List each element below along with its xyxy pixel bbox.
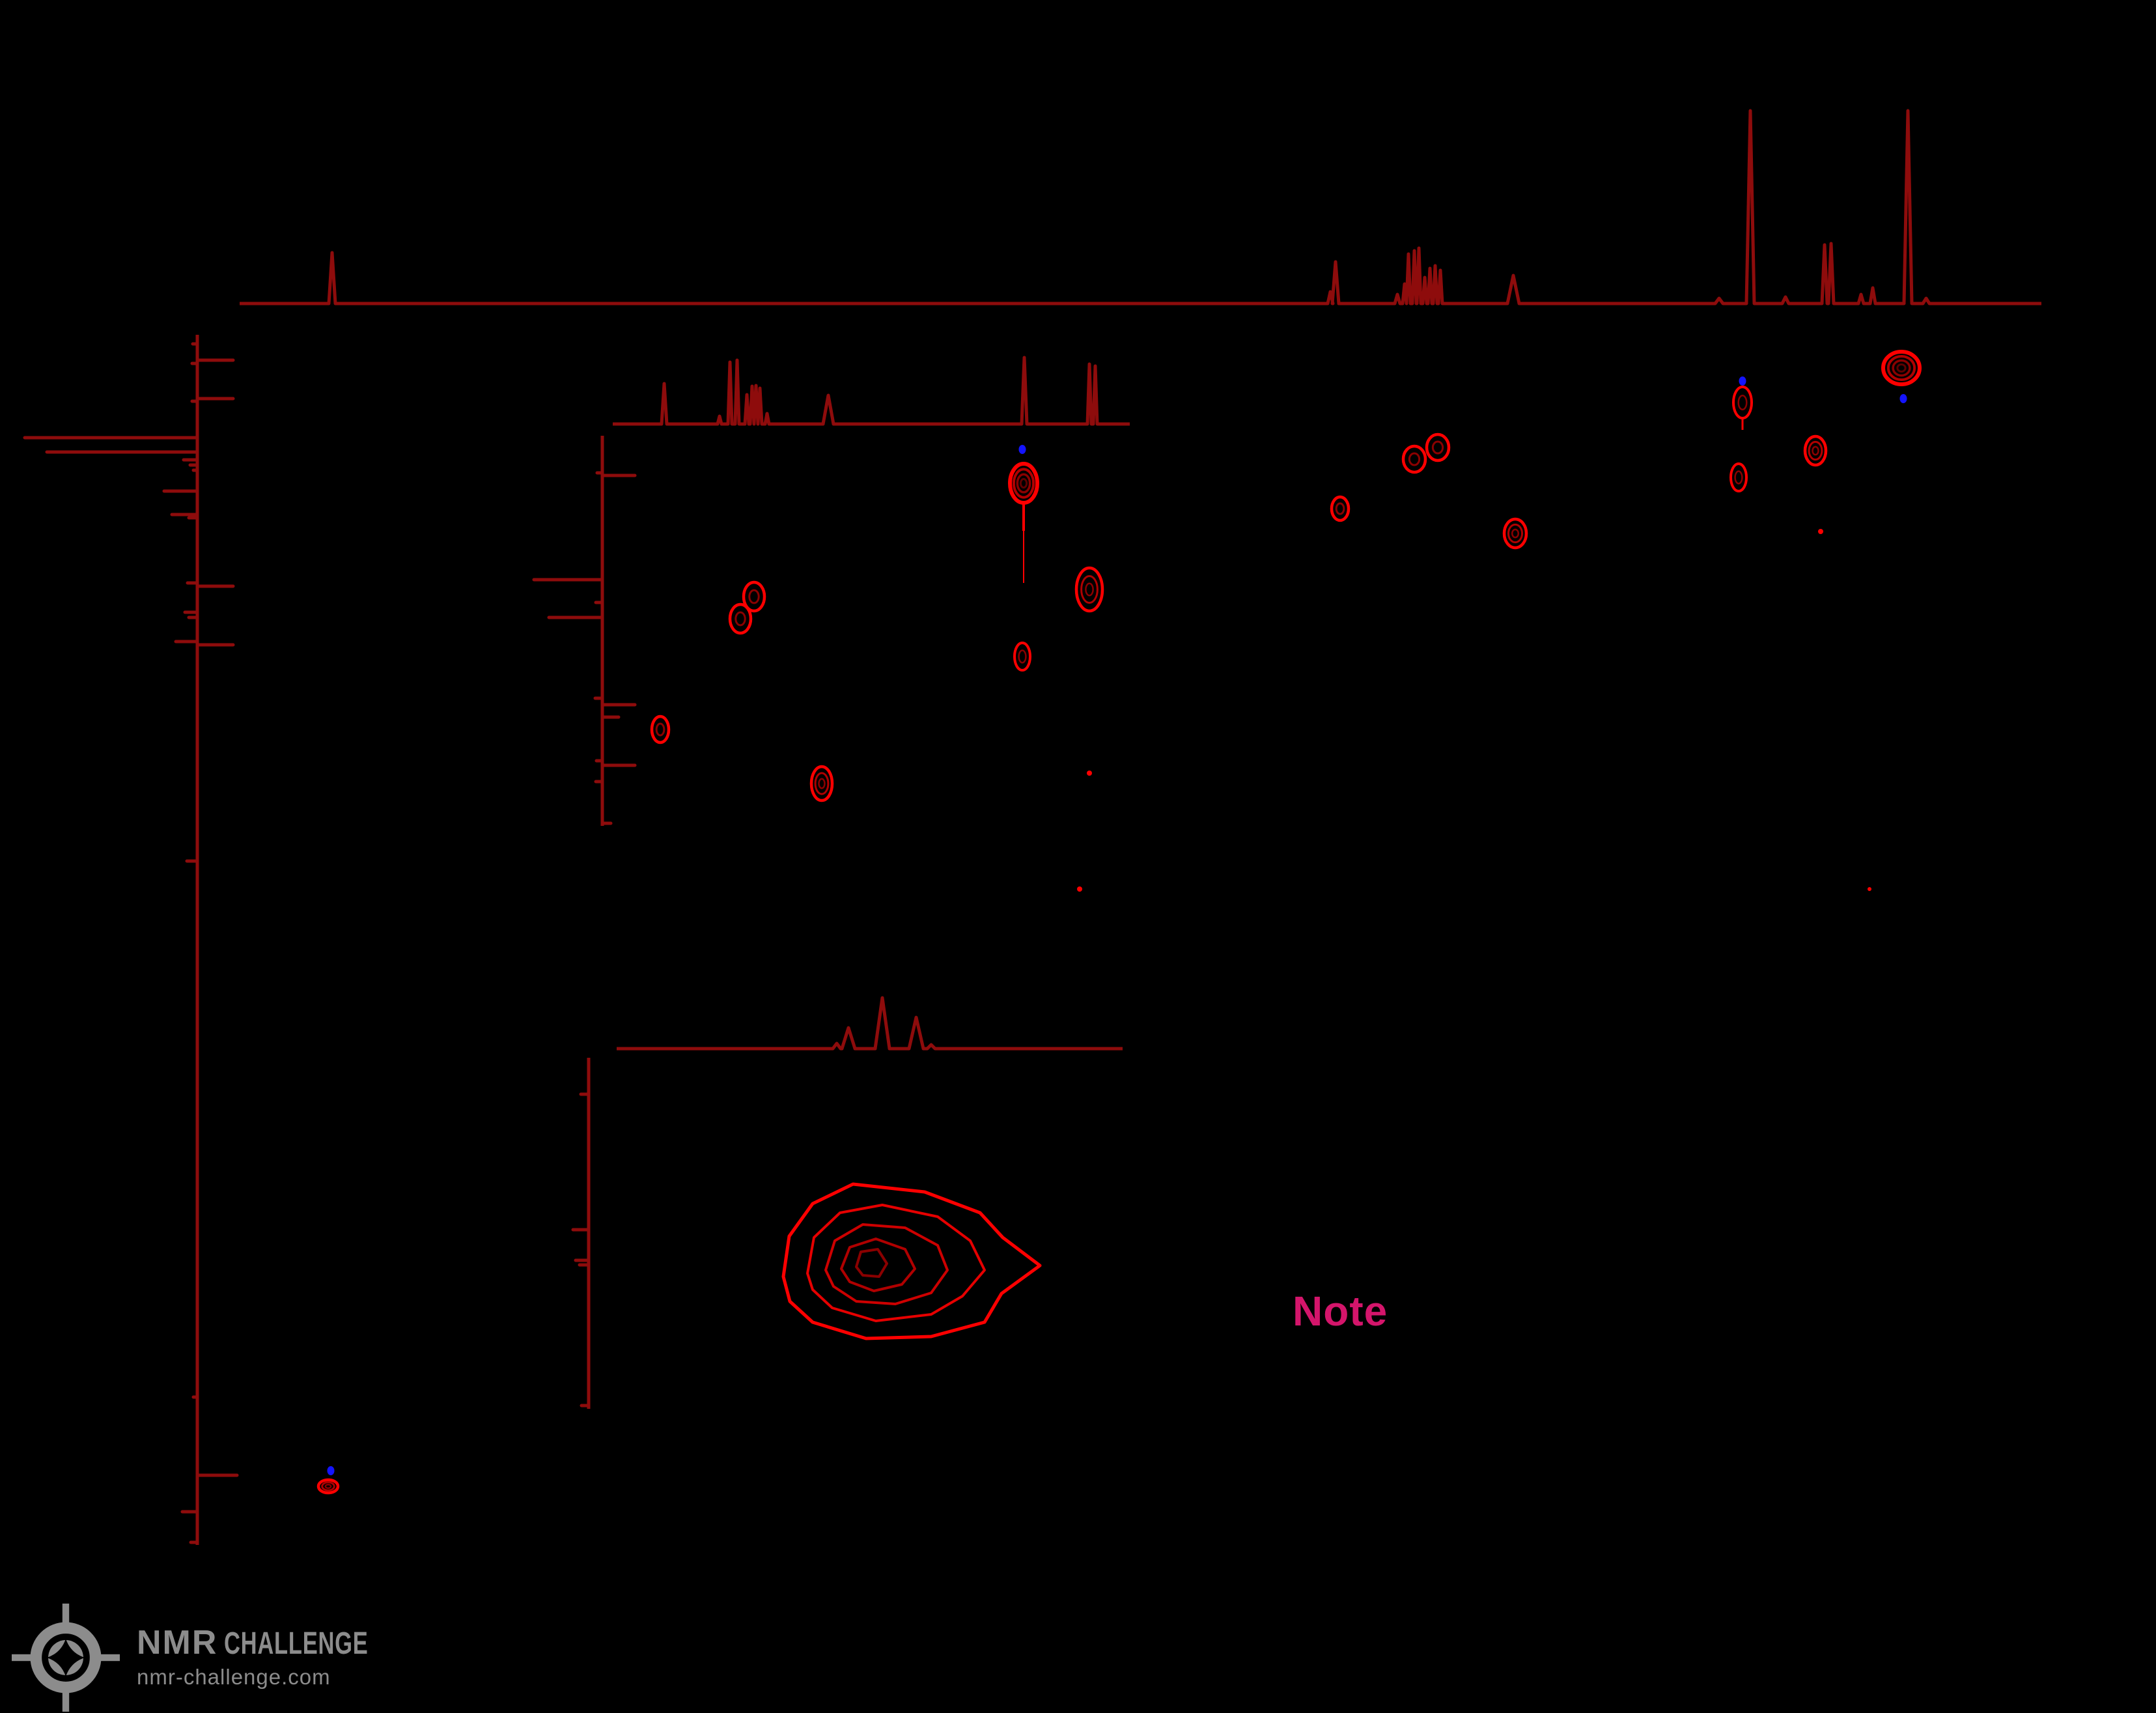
note-label: Note bbox=[1293, 1288, 1388, 1335]
cross-peak-strong bbox=[1008, 462, 1039, 505]
logo-brand-bold: NMR bbox=[137, 1624, 218, 1662]
cross-peak-ring2 bbox=[1803, 434, 1828, 467]
cross-peak-ring1 bbox=[1401, 444, 1427, 474]
cross-peak-ring1 bbox=[1330, 495, 1351, 522]
contour-ring bbox=[840, 1238, 916, 1292]
logo-url: nmr-challenge.com bbox=[137, 1665, 331, 1689]
cross-peak-ring1 bbox=[742, 580, 766, 613]
axis-c13-projection-left bbox=[23, 335, 239, 1545]
contour-ring bbox=[855, 1248, 888, 1278]
cross-peak-ring1 bbox=[1425, 432, 1451, 462]
crosshair-logo-icon bbox=[12, 1604, 120, 1712]
cross-peak-teardrop bbox=[1729, 462, 1748, 492]
contour-ring bbox=[781, 1182, 1042, 1340]
cross-peak-ring2 bbox=[1502, 517, 1528, 550]
trace-inset2-trace bbox=[617, 996, 1123, 1051]
contour-ring bbox=[824, 1223, 949, 1305]
trace-h1-projection-top bbox=[240, 109, 2041, 305]
cross-peak-dot bbox=[1868, 887, 1871, 891]
cross-peak-dot bbox=[1087, 771, 1092, 776]
cross-peak-teardrop bbox=[1013, 642, 1031, 672]
cross-peak-ring2 bbox=[316, 1478, 340, 1495]
blue-marker bbox=[1018, 445, 1026, 454]
axis-inset2-axis bbox=[571, 1058, 591, 1409]
cross-peak-teardrop bbox=[1732, 386, 1753, 419]
blue-marker bbox=[1739, 376, 1746, 386]
logo-brand-rest: CHALLENGE bbox=[224, 1626, 369, 1661]
cross-peak-strong bbox=[1881, 350, 1922, 386]
cross-peak-ring2 bbox=[1074, 566, 1104, 613]
axis-inset1-axis bbox=[532, 436, 637, 826]
inset2-contour-peak bbox=[781, 1182, 1042, 1340]
blue-marker bbox=[327, 1466, 335, 1475]
contour-ring bbox=[806, 1204, 986, 1322]
cross-peak-ring1 bbox=[650, 715, 671, 744]
cross-peak-dot bbox=[1818, 529, 1823, 534]
blue-marker bbox=[1899, 394, 1907, 403]
cross-peak-ring1 bbox=[728, 602, 753, 635]
cross-peak-ring2 bbox=[809, 765, 834, 802]
cross-peak-dot bbox=[1077, 886, 1082, 892]
trace-inset1-trace bbox=[613, 356, 1130, 426]
